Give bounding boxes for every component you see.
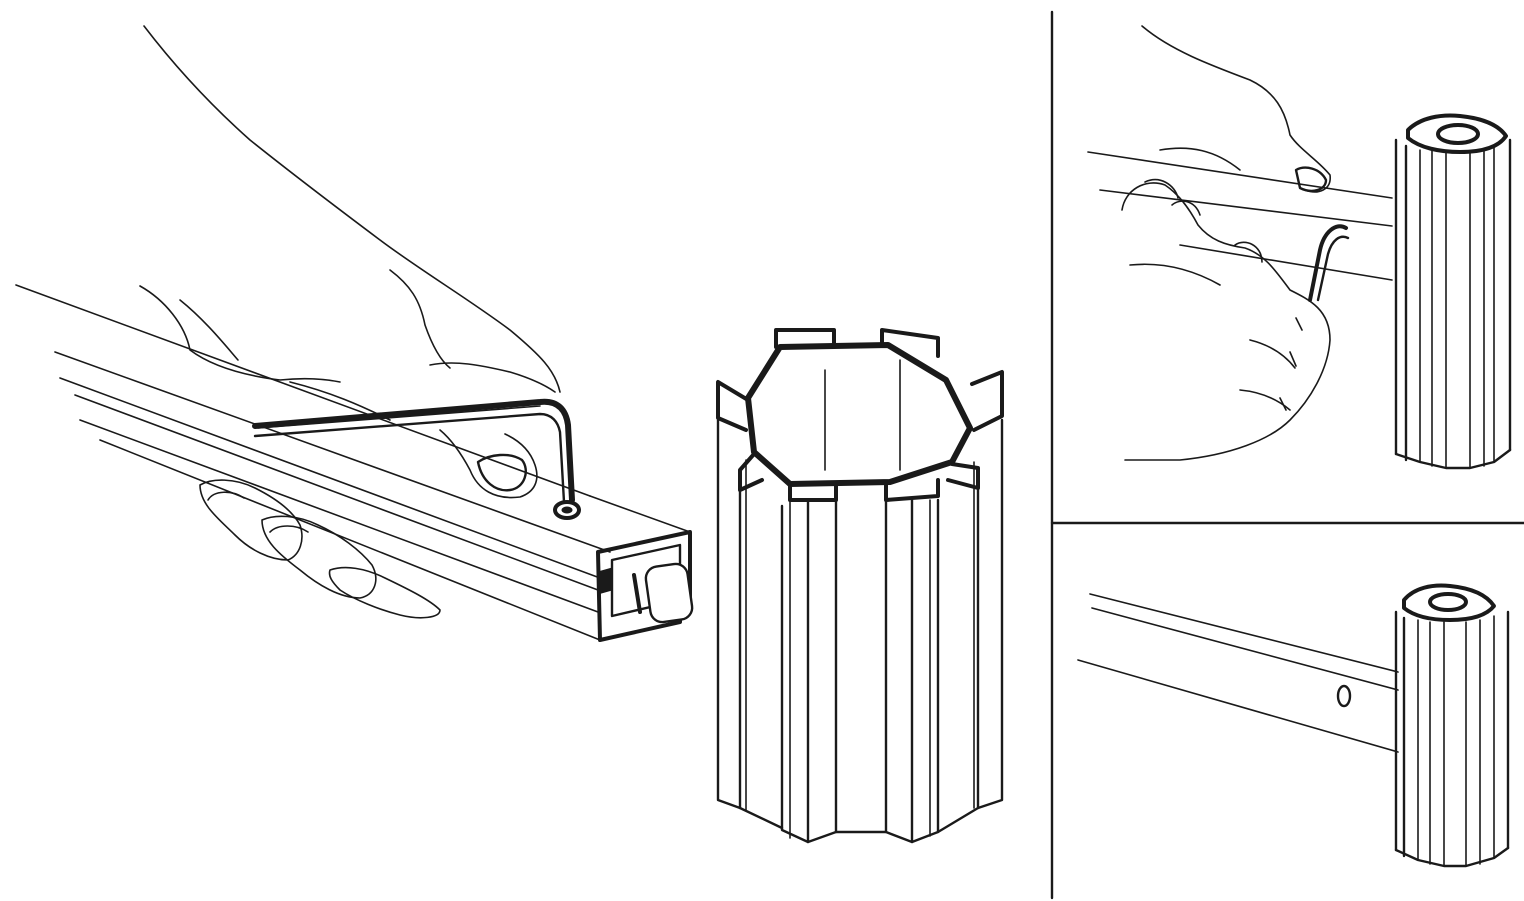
screw-head — [553, 500, 581, 520]
rail — [15, 284, 694, 642]
rail-slot-top — [59, 377, 601, 579]
upper-hand — [139, 25, 561, 499]
panel-dividers — [1050, 10, 1524, 900]
thumb-nail — [476, 453, 527, 492]
post-flange-right — [970, 370, 1004, 432]
rail-end-profile — [596, 530, 694, 642]
tr-upper-thumbnail — [1294, 166, 1328, 192]
hex-key-highlight — [257, 405, 541, 429]
tr-hex-key-outline — [1316, 235, 1350, 302]
br-post-ribs — [1417, 615, 1495, 867]
screw-socket — [561, 506, 573, 514]
br-post-bore — [1428, 592, 1468, 612]
tr-post-ribs — [1419, 145, 1495, 469]
hex-key-outline-lower — [253, 412, 566, 504]
tr-rail-middle — [1099, 189, 1393, 227]
post-flange-left — [716, 380, 750, 432]
post-flange-top-right — [880, 328, 940, 358]
rail-end-web — [597, 567, 613, 595]
tr-lower-finger-1 — [1144, 178, 1179, 199]
bottom-right-panel — [1077, 583, 1510, 868]
tr-upper-hand-crease — [1159, 147, 1241, 171]
br-rail-screw-hole — [1336, 684, 1352, 708]
post-rib-5 — [910, 498, 940, 844]
br-rail-bottom — [1077, 659, 1399, 753]
octagonal-post — [716, 328, 1004, 844]
post-flange-left-lower — [738, 452, 764, 492]
lower-finger-2 — [261, 515, 377, 599]
wrist-crease — [179, 299, 239, 361]
tr-upper-hand-outline — [1141, 25, 1331, 193]
connector-nut — [644, 562, 694, 624]
hex-key-long-arm — [252, 398, 575, 503]
post-flange-top-left — [774, 328, 836, 349]
post-bottom-edge — [738, 806, 980, 844]
br-post-left-edge — [1394, 610, 1406, 858]
br-post-bottom — [1394, 846, 1510, 868]
tr-lower-finger-2 — [1171, 200, 1201, 216]
br-rail-top-inner — [1091, 607, 1399, 691]
rail-top-front-edge — [54, 351, 611, 553]
br-post-top-ring — [1402, 583, 1496, 622]
post-ribs — [716, 418, 1004, 844]
rail-end-top — [589, 495, 691, 533]
connector-bolt — [632, 573, 642, 614]
post-rib-2 — [780, 498, 810, 844]
tr-post — [1394, 113, 1512, 470]
thumb-outline — [439, 429, 538, 499]
post-top-octagon — [745, 342, 973, 487]
lower-fingernail-2 — [269, 525, 309, 533]
br-rail-top — [1089, 593, 1399, 673]
rail-slot-bottom — [79, 419, 599, 613]
tr-lower-knuckles — [1239, 339, 1296, 411]
hex-key — [252, 398, 575, 504]
tr-post-bore — [1436, 123, 1480, 145]
post-rib-6 — [976, 418, 1004, 810]
tr-post-bottom — [1394, 448, 1512, 470]
knuckle-fold — [389, 269, 451, 369]
tr-lower-finger-3 — [1234, 241, 1263, 263]
br-post — [1394, 583, 1510, 868]
tr-rail-top — [1087, 151, 1393, 199]
rail-bottom-edge — [99, 439, 601, 641]
post-flange-bottom-right — [884, 478, 940, 502]
tr-rail-bottom — [1179, 244, 1393, 281]
main-panel — [15, 25, 1004, 844]
tr-lower-palm-line — [1129, 263, 1221, 286]
rail-top-back-edge — [15, 284, 591, 497]
tr-post-top-ring — [1406, 113, 1508, 154]
finger-line — [429, 362, 556, 393]
top-right-panel — [1087, 25, 1512, 470]
lower-finger-3 — [328, 566, 441, 619]
tr-hex-key — [1308, 224, 1348, 302]
post-flange-bottom-left — [788, 482, 838, 502]
tr-lower-finger-marks — [1279, 317, 1303, 411]
lower-finger-1 — [199, 479, 303, 561]
post-rib-1 — [716, 418, 742, 810]
arm-outline-inner — [139, 285, 341, 383]
tr-post-left-edge — [1394, 138, 1408, 462]
arm-outline-top — [143, 25, 561, 393]
rail-slot-inner — [74, 394, 599, 591]
tr-lower-hand-outline — [1121, 182, 1331, 461]
lower-hand — [199, 479, 441, 619]
